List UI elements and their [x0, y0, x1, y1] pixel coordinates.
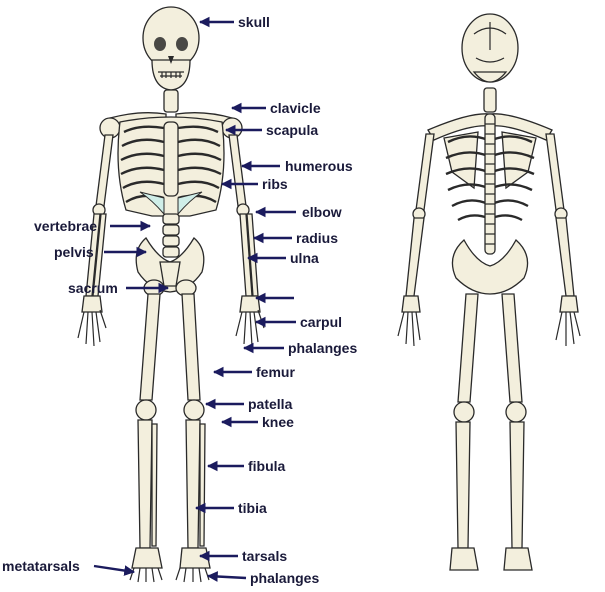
front-arm-left [77, 134, 114, 347]
label-humerous: humerous [285, 158, 353, 174]
back-arm-left [397, 133, 435, 347]
label-ulna: ulna [290, 250, 319, 266]
front-leg-right [175, 293, 211, 583]
label-scapula: scapula [266, 122, 318, 138]
front-rib-cage [117, 116, 225, 217]
back-skull [461, 13, 519, 83]
label-metatarsals: metatarsals [2, 558, 80, 574]
back-arm-right [545, 133, 581, 346]
label-pelvis: pelvis [54, 244, 94, 260]
front-leg-left [129, 293, 163, 583]
back-neck [483, 87, 497, 113]
label-carpul: carpul [300, 314, 342, 330]
label-skull: skull [238, 14, 270, 30]
label-knee: knee [262, 414, 294, 430]
back-pelvis [451, 238, 529, 295]
back-skeleton [397, 13, 581, 571]
label-phalanges-foot: phalanges [250, 570, 319, 586]
arrow-phalanges-foot [206, 571, 247, 582]
back-leg-left [449, 293, 479, 571]
label-clavicle: clavicle [270, 100, 321, 116]
label-femur: femur [256, 364, 295, 380]
label-sacrum: sacrum [68, 280, 118, 296]
label-ribs: ribs [262, 176, 288, 192]
front-neck-vertebrae [163, 89, 179, 113]
labels: skull clavicle scapula humerous ribs elb… [2, 14, 357, 586]
front-spine [162, 213, 180, 258]
back-scapula-right [501, 131, 537, 190]
front-skull [142, 6, 200, 91]
label-tarsals: tarsals [242, 548, 287, 564]
label-elbow: elbow [302, 204, 342, 220]
label-tibia: tibia [238, 500, 267, 516]
label-fibula: fibula [248, 458, 286, 474]
label-vertebrae: vertebrae [34, 218, 97, 234]
label-phalanges-hand: phalanges [288, 340, 357, 356]
label-radius: radius [296, 230, 338, 246]
label-arrows [93, 16, 296, 582]
back-spine [484, 113, 496, 255]
back-scapula-left [443, 131, 479, 190]
back-leg-right [501, 293, 533, 571]
arrow-metatarsals [93, 564, 136, 576]
back-shoulder-girdle [427, 113, 553, 141]
label-patella: patella [248, 396, 293, 412]
